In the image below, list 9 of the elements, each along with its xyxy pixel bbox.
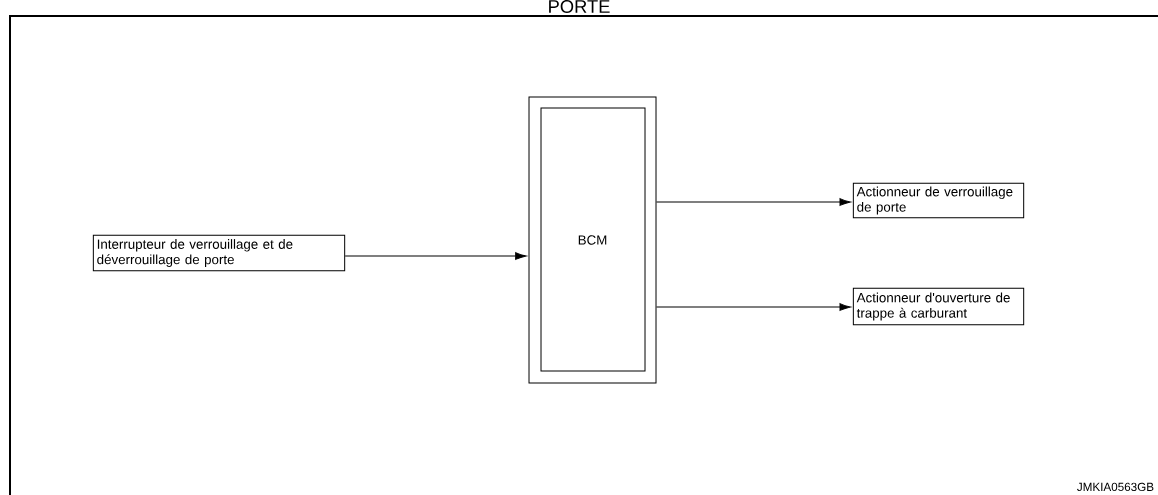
- arrow: [656, 303, 851, 311]
- process-box: Actionneur d'ouverture de trappe à carburant: [852, 287, 1025, 326]
- arrow: [344, 252, 527, 260]
- arrow: [656, 198, 851, 206]
- figure-code: JMKIA0563GB: [1077, 482, 1154, 491]
- module-box: BCM: [528, 96, 657, 384]
- process-box: Actionneur de verrouillage de porte: [852, 182, 1025, 219]
- title: PORTE: [549, 0, 610, 13]
- process-box: Interrupteur de verrouillage et de déverrouillage de porte: [92, 234, 346, 272]
